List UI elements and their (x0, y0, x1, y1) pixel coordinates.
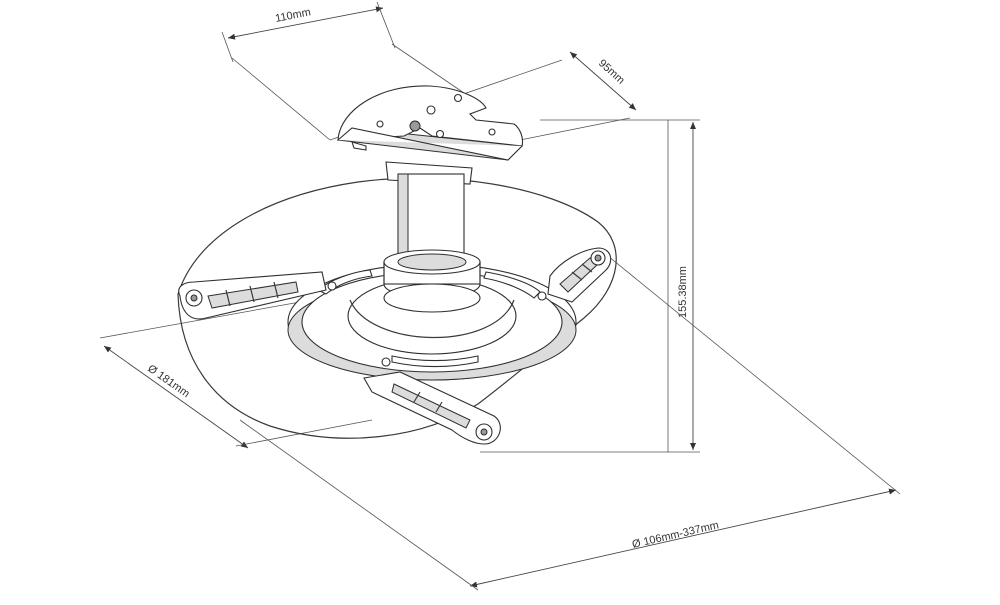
arm-right-foot-icon (594, 254, 602, 262)
dim-height-label: 155.38mm (677, 266, 689, 318)
dim-arm-span-label: Ø 106mm-337mm (631, 519, 720, 551)
ceiling-plate (336, 85, 524, 161)
plate-hole-icon (435, 129, 445, 139)
plate-hole-icon (453, 93, 463, 103)
dim-plate-width-label: 110mm (274, 6, 312, 25)
mounting-ring (287, 249, 577, 381)
arm-bottom (363, 371, 501, 445)
plate-screw-hole-icon (409, 120, 421, 132)
plate-hole-icon (426, 105, 436, 115)
arm-bottom-foot-icon (480, 428, 488, 436)
ring-bolt-icon (327, 281, 337, 291)
arm-right (547, 247, 612, 303)
arm-left-foot-icon (190, 294, 198, 302)
dim-plate-depth-label: 95mm (596, 57, 627, 86)
rotation-envelope (177, 177, 617, 439)
ring-bolt-icon (537, 291, 547, 301)
arm-left (178, 271, 327, 320)
dim-ring-diameter-label: Ø 181mm (145, 363, 191, 401)
ring-bolt-icon (381, 357, 391, 367)
plate-hole-icon (488, 128, 496, 136)
dim-height: 155.38mm (480, 119, 700, 453)
plate-hole-icon (376, 120, 384, 128)
